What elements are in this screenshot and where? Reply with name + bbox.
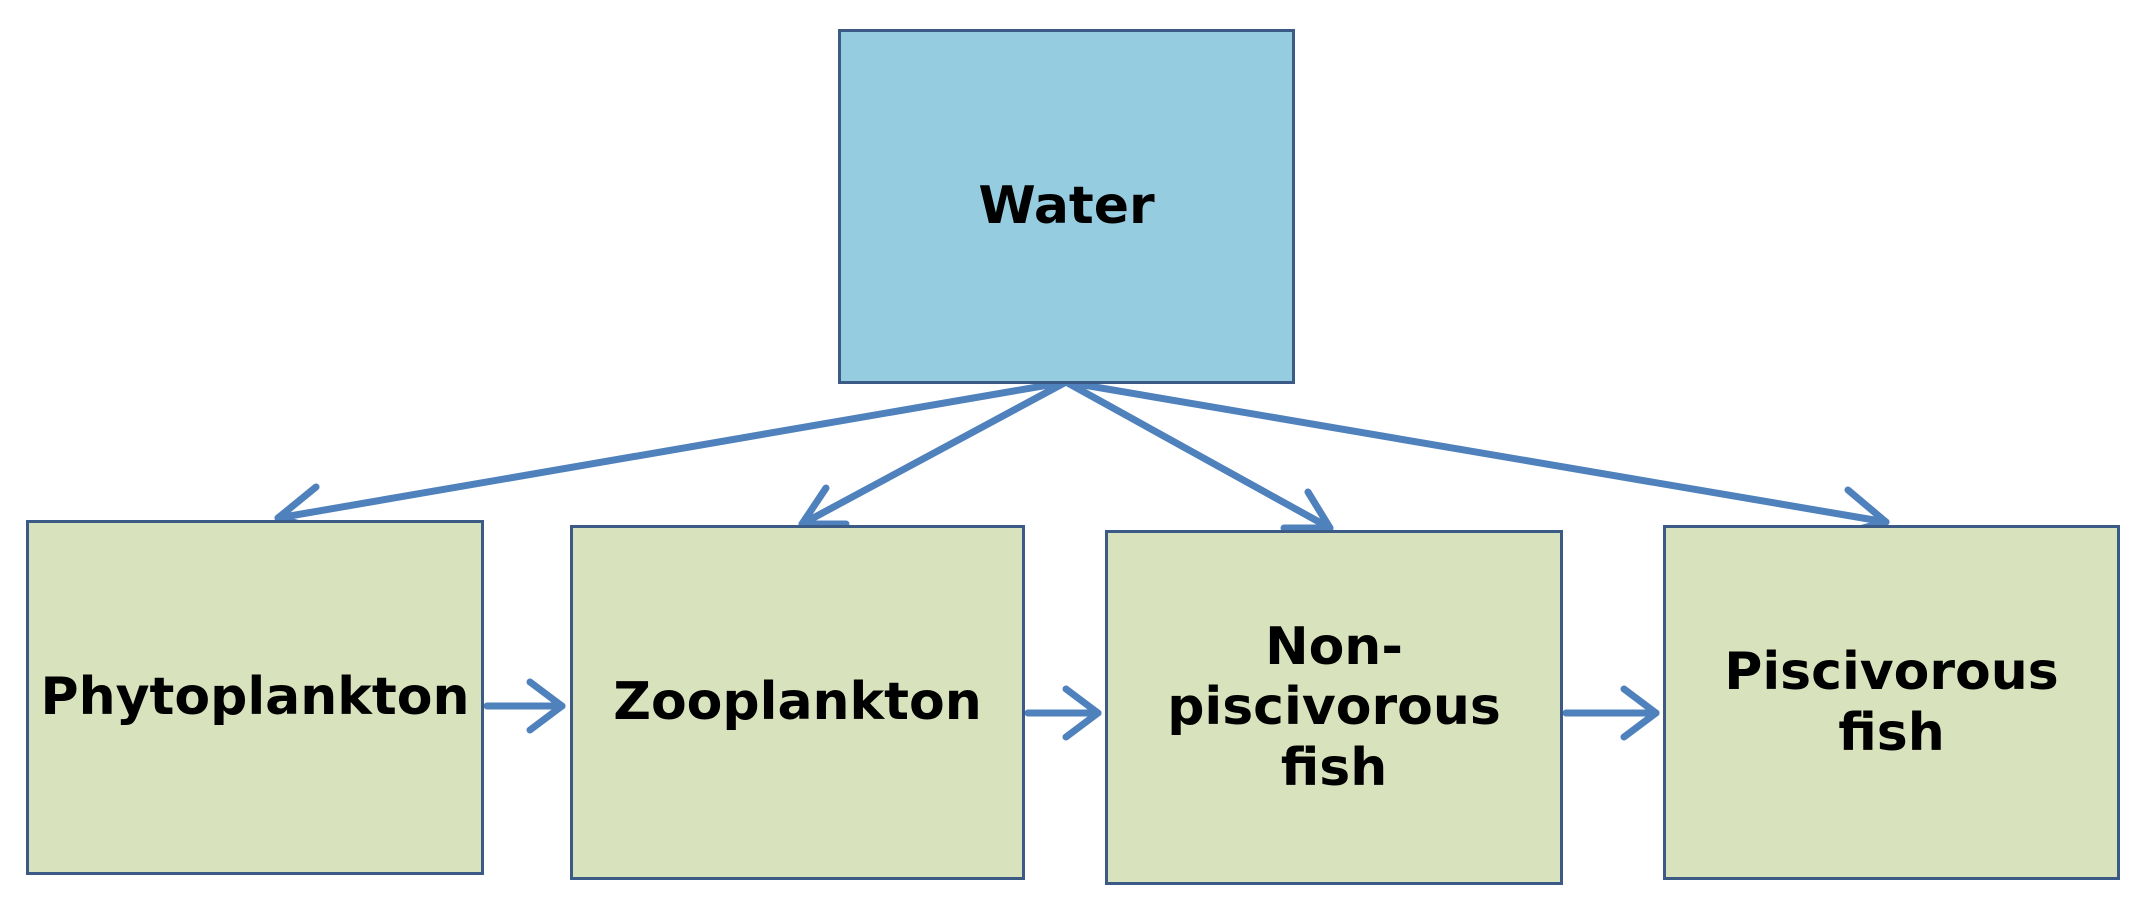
node-non-piscivorous-fish-label: Non- piscivorous fish bbox=[1167, 617, 1501, 798]
node-piscivorous-fish: Piscivorous fish bbox=[1663, 525, 2120, 880]
arrow-water-to-non-piscivorous-fish bbox=[1062, 378, 1334, 532]
node-zooplankton: Zooplankton bbox=[570, 525, 1025, 880]
node-piscivorous-fish-label: Piscivorous fish bbox=[1724, 642, 2059, 763]
arrow-zooplankton-to-non-piscivorous-fish bbox=[1024, 685, 1102, 741]
node-water-label: Water bbox=[978, 176, 1155, 237]
arrow-non-piscivorous-fish-to-piscivorous-fish bbox=[1562, 685, 1660, 741]
node-water: Water bbox=[838, 29, 1295, 384]
node-zooplankton-label: Zooplankton bbox=[613, 672, 982, 733]
arrow-water-to-zooplankton bbox=[798, 378, 1070, 528]
node-non-piscivorous-fish: Non- piscivorous fish bbox=[1105, 530, 1563, 885]
node-phytoplankton-label: Phytoplankton bbox=[40, 667, 470, 728]
arrow-phytoplankton-to-zooplankton bbox=[483, 678, 566, 734]
arrow-water-to-phytoplankton bbox=[274, 378, 1070, 534]
node-phytoplankton: Phytoplankton bbox=[26, 520, 484, 875]
arrow-water-to-piscivorous-fish bbox=[1062, 378, 1890, 538]
